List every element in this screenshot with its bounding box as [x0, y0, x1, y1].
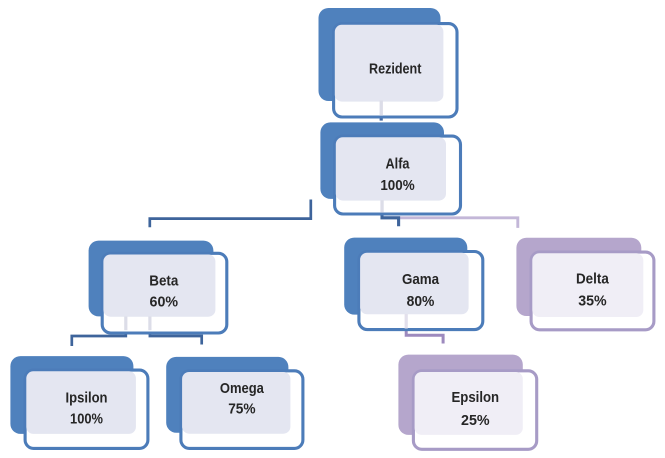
svg-text:Alfa: Alfa [386, 157, 411, 173]
svg-text:75%: 75% [228, 402, 255, 418]
svg-text:35%: 35% [578, 294, 606, 310]
svg-text:100%: 100% [380, 178, 414, 194]
svg-text:Ipsilon: Ipsilon [66, 390, 108, 406]
svg-text:Epsilon: Epsilon [452, 390, 500, 406]
svg-text:Beta: Beta [149, 274, 179, 290]
svg-text:Rezident: Rezident [369, 62, 422, 78]
svg-text:Delta: Delta [576, 272, 610, 288]
svg-text:80%: 80% [407, 294, 435, 310]
svg-text:Gama: Gama [402, 272, 440, 288]
svg-text:25%: 25% [461, 413, 490, 429]
svg-text:60%: 60% [150, 295, 179, 311]
svg-text:100%: 100% [70, 412, 103, 428]
svg-text:Omega: Omega [220, 381, 265, 397]
